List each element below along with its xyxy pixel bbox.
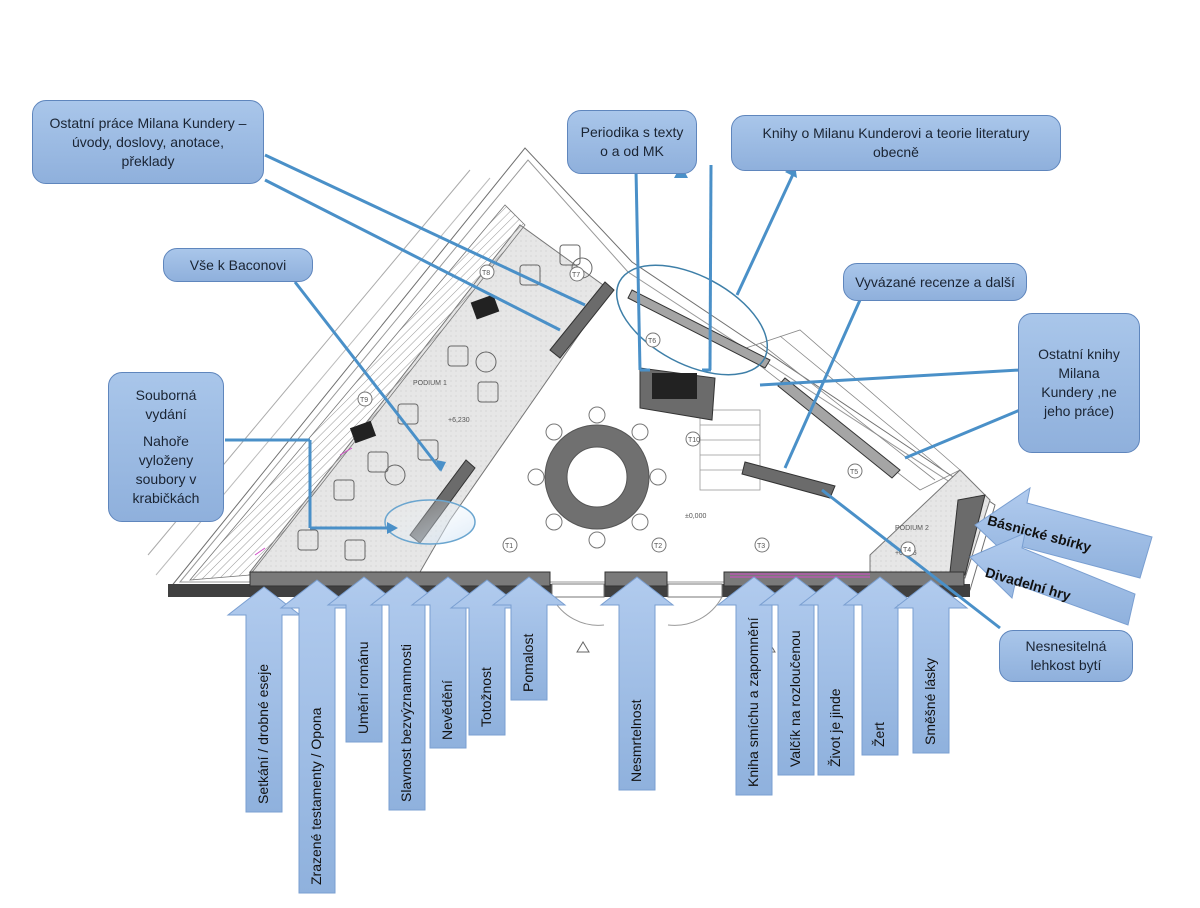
table-tag: T5 [850, 469, 858, 476]
table-tag-circle [847, 463, 863, 479]
bottom-arrow-label: Kniha smíchu a zapomnění [745, 617, 761, 787]
table-tag: T4 [903, 547, 911, 554]
bottom-arrow-label: Život je jinde [827, 688, 843, 767]
table-tag: T9 [360, 397, 368, 404]
stair-band [189, 204, 526, 581]
table-tag-circle [569, 266, 585, 282]
level1-label: +6,230 [448, 417, 470, 424]
side-arrow-divadelni [969, 532, 1136, 626]
table-tag-circle [502, 537, 518, 553]
callout-vyvazane: Vyvázané recenze a další [843, 263, 1027, 301]
table-tag: T10 [688, 437, 700, 444]
table-tag: T6 [648, 338, 656, 345]
bottom-arrow-label: Totožnost [478, 667, 494, 727]
periodika-rack [652, 373, 697, 399]
table-tag-circle [357, 391, 373, 407]
central-stairs [699, 409, 761, 491]
bottom-arrow-label: Žert [871, 722, 887, 747]
callout-souborna: Souborná vydání Nahoře vyloženy soubory … [108, 372, 224, 522]
souborna-detail: Nahoře vyloženy soubory v krabičkách [132, 433, 200, 506]
table-tag-circle [685, 431, 701, 447]
callout-ostatni-knihy: Ostatní knihy Milana Kundery ,ne jeho pr… [1018, 313, 1140, 453]
bottom-arrow-label: Směšné lásky [922, 657, 938, 745]
table-tag: T7 [572, 272, 580, 279]
table-tag-circle [645, 332, 661, 348]
callout-knihy-o-mk: Knihy o Milanu Kunderovi a teorie litera… [731, 115, 1061, 171]
table-tag-circle [479, 264, 495, 280]
level0-label: ±0,000 [685, 513, 706, 520]
table-tag-circle [651, 537, 667, 553]
bottom-arrow-label: Pomalost [520, 633, 536, 692]
bottom-arrows [226, 576, 969, 894]
table-tag: T3 [757, 543, 765, 550]
podium-chairs [297, 244, 593, 561]
bottom-arrow-label: Umění románu [355, 641, 371, 734]
table-tag: T2 [654, 543, 662, 550]
bottom-arrow-label: Setkání / drobné eseje [255, 663, 271, 804]
callout-pointers [225, 153, 1021, 630]
table-tag-circle [754, 537, 770, 553]
cabinet-2 [349, 420, 377, 444]
bottom-arrow-label: Valčík na rozloučenou [787, 630, 803, 767]
callout-bacon: Vše k Baconovi [163, 248, 313, 282]
bottom-arrow [491, 576, 567, 701]
bottom-arrow [893, 579, 969, 754]
knihy-oval [615, 264, 769, 376]
bottom-arrow-label: Slavnost bezvýznamnosti [398, 644, 414, 802]
callout-periodika: Periodika s texty o a od MK [567, 110, 697, 174]
callout-nesnesitelna: Nesnesitelná lehkost bytí [999, 630, 1133, 682]
callout-ostatni-prace: Ostatní práce Milana Kundery – úvody, do… [32, 100, 264, 184]
table-tag-circle [900, 541, 916, 557]
podium1-label: PODIUM 1 [413, 380, 447, 387]
bottom-arrow-label: Nesmrtelnost [628, 699, 644, 782]
table-tag: T1 [505, 543, 513, 550]
round-table [527, 406, 667, 549]
bottom-arrow [599, 576, 675, 791]
table-tag: T8 [482, 270, 490, 277]
bacon-oval [384, 499, 476, 545]
souborna-title: Souborná vydání [135, 387, 197, 422]
bottom-arrow [226, 586, 302, 813]
bottom-arrow-label: Zrazené testamenty / Opona [308, 707, 324, 885]
cabinet-1 [470, 294, 500, 320]
bottom-arrow-label: Nevědění [439, 680, 455, 740]
podium2-label: PODIUM 2 [895, 525, 929, 532]
